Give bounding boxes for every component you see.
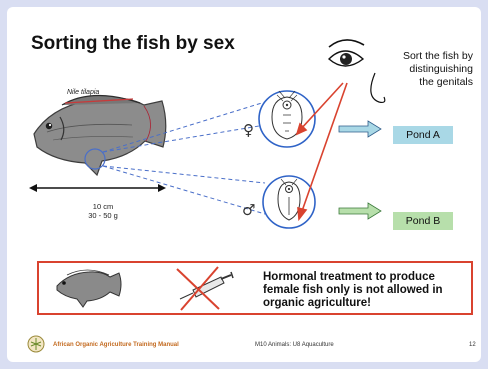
fish-species-label: Nile tilapia <box>67 89 99 96</box>
male-genital-closeup <box>263 176 315 228</box>
male-symbol-icon: ♂ <box>242 201 255 219</box>
pond-a-label: Pond A <box>393 126 453 144</box>
slide: Sorting the fish by sex <box>7 7 481 362</box>
fish-length: 10 cm <box>73 202 133 211</box>
female-genital-closeup <box>259 91 315 147</box>
size-arrow <box>29 184 166 192</box>
page-number: 12 <box>469 342 476 348</box>
eye-icon <box>329 40 364 66</box>
footer-module: M10 Animals: U8 Aquaculture <box>255 342 334 348</box>
sort-instruction: Sort the fish by distinguishing the geni… <box>385 50 485 89</box>
warning-text: Hormonal treatment to produce female fis… <box>263 271 463 310</box>
female-symbol-icon: ♀ <box>243 121 254 139</box>
pond-b-label: Pond B <box>393 212 453 230</box>
logo-icon <box>28 336 44 352</box>
sort-instruction-line: distinguishing <box>385 63 473 76</box>
fish-size-label: 10 cm 30 - 50 g <box>73 202 133 220</box>
sort-instruction-line: Sort the fish by <box>385 50 473 63</box>
ear-icon <box>371 73 385 102</box>
footer-manual-title: African Organic Agriculture Training Man… <box>53 342 179 348</box>
pond-b-arrow <box>339 203 381 219</box>
sort-instruction-line: the genitals <box>385 76 473 89</box>
fish-weight: 30 - 50 g <box>73 211 133 220</box>
tilapia-fish-illustration <box>34 95 166 175</box>
pond-a-arrow <box>339 121 381 137</box>
warning-box: Hormonal treatment to produce female fis… <box>37 261 473 315</box>
